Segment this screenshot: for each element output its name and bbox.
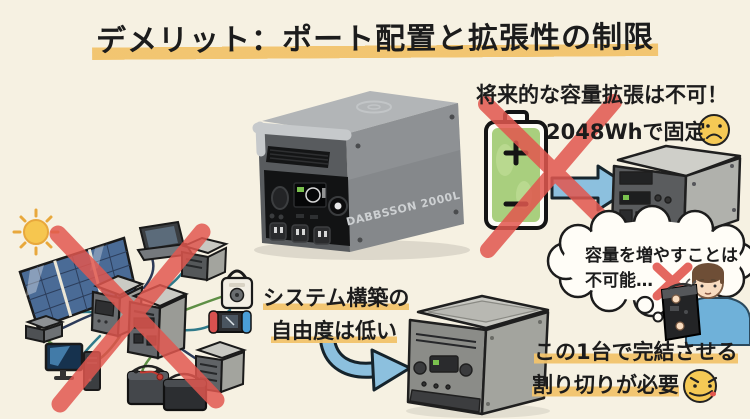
capacity-warning-line1: 将来的な容量拡張は不可！ [476, 83, 728, 107]
person-illustration [660, 263, 750, 346]
sun-icon [12, 208, 60, 256]
curved-arrow-icon [319, 334, 412, 392]
conclusion-line1: この1台で完結させる [534, 340, 738, 364]
held-power-station-icon [660, 282, 702, 342]
system-note-line2: 自由度は低い [271, 319, 397, 343]
determined-face-emoji [683, 369, 718, 403]
thought-bubble-line1: 容量を増やすことは [585, 246, 738, 266]
system-note-line1: システム構築の [263, 286, 410, 310]
adapter-box-icon [25, 314, 65, 344]
page-title-text: デメリット：ポート配置と拡張性の制限 [91, 12, 659, 60]
sad-face-emoji [698, 114, 730, 146]
red-x-mark [49, 223, 225, 413]
crossed-out-system-illustration [12, 208, 254, 413]
radio-icon [220, 269, 254, 310]
page-title: デメリット：ポート配置と拡張性の制限 [0, 12, 750, 60]
standalone-power-station-icon [406, 294, 550, 418]
ac-outlets [269, 222, 331, 245]
power-station-product-photo: DABBSSON 2000L [252, 91, 470, 260]
capacity-warning-line2: 2048Whで固定 [546, 120, 706, 144]
game-console-icon [208, 310, 252, 334]
conclusion-line2: 割り切りが必要 [532, 373, 679, 397]
power-button [271, 186, 289, 210]
monitor-icon [44, 342, 84, 380]
status-display [293, 182, 327, 208]
thought-bubble-line2: 不可能… [585, 271, 653, 291]
